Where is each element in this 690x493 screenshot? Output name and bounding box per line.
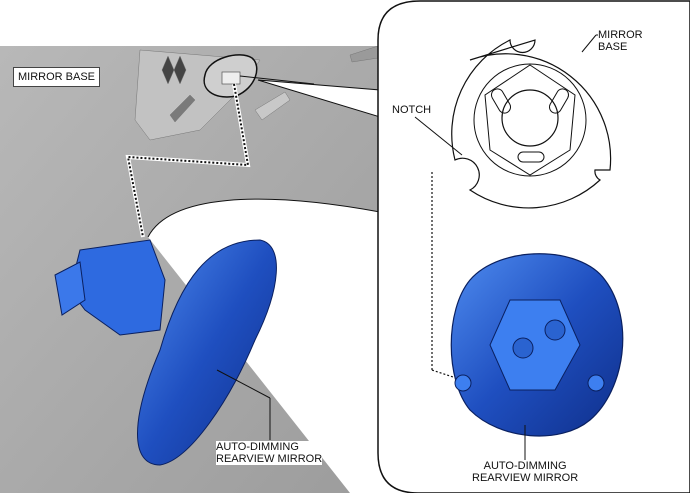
mirror-mount-right [450, 253, 624, 437]
label-line: AUTO-DIMMING [216, 441, 299, 453]
label-line: REARVIEW MIRROR [216, 453, 323, 465]
label-line: BASE [598, 41, 628, 53]
label-notch: NOTCH [392, 104, 432, 116]
label-mirror-base-right: MIRROR BASE [598, 29, 643, 53]
mirror-base-detail [451, 39, 612, 209]
label-line: MIRROR [598, 29, 643, 41]
label-line: AUTO-DIMMING [483, 460, 567, 472]
mirror-assembly-left [54, 239, 277, 466]
label-mirror-left: AUTO-DIMMING REARVIEW MIRROR [216, 441, 323, 465]
label-mirror-right: AUTO-DIMMING REARVIEW MIRROR [472, 460, 579, 484]
label-mirror-base-left: MIRROR BASE [13, 67, 101, 87]
label-line: REARVIEW MIRROR [472, 472, 579, 484]
